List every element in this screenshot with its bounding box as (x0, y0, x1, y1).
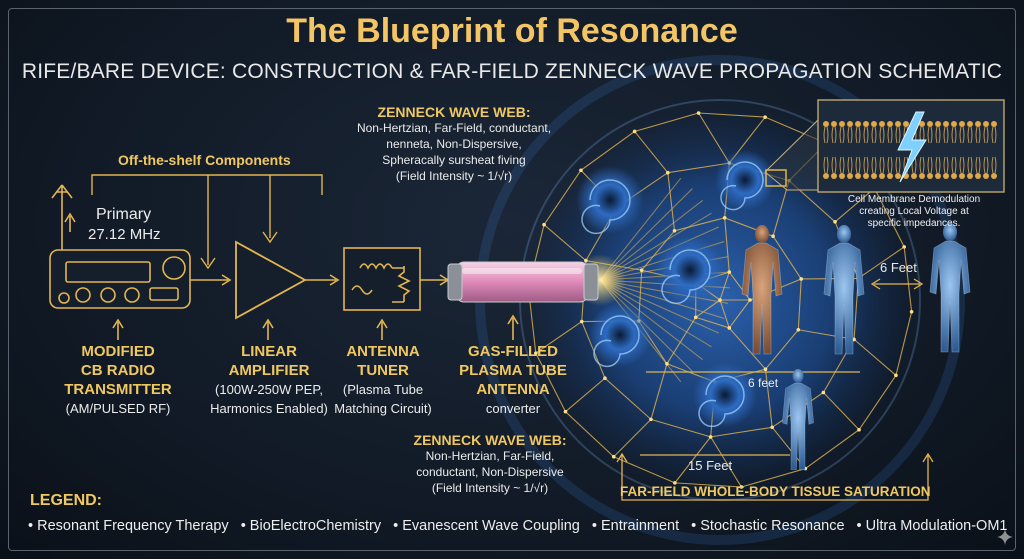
page-title: The Blueprint of Resonance (286, 12, 738, 50)
zenneck-bottom-note: ZENNECK WAVE WEB: Non-Hertzian, Far-Fiel… (392, 432, 588, 496)
sparkle-icon (997, 529, 1013, 545)
human-figure-icon (823, 225, 865, 355)
cell-membrane-inset (764, 99, 1005, 193)
tuner-line-1: ANTENNA (346, 343, 420, 360)
human-figure-icon (929, 223, 971, 353)
tube-line-1: GAS-FILLED (468, 343, 558, 360)
zenneck-top-heading: ZENNECK WAVE WEB: (377, 104, 531, 120)
cb-radio-transmitter-icon (49, 184, 191, 309)
zenneck-bottom-line-2: conductant, Non-Dispersive (416, 465, 564, 479)
tube-line-2: PLASMA TUBE (459, 362, 567, 379)
cell-note-line-1: Cell Membrane Demodulation (847, 194, 981, 205)
linear-amplifier-icon (235, 240, 307, 320)
tube-line-4: converter (485, 401, 541, 416)
cb-line-2: CB RADIO (80, 362, 156, 379)
tuner-line-3: (Plasma Tube (342, 382, 424, 397)
plasma-tube-antenna-icon (447, 261, 599, 303)
legend-title: LEGEND: (30, 492, 102, 509)
tuner-line-2: TUNER (357, 362, 409, 379)
amp-line-1: LINEAR (241, 343, 297, 360)
amp-line-4: Harmonics Enabled) (210, 401, 328, 416)
tube-line-3: ANTENNA (476, 381, 550, 398)
zenneck-bottom-line-3: (Field Intensity ~ 1/√r) (431, 481, 549, 495)
amp-line-2: AMPLIFIER (228, 362, 310, 379)
distance-fifteen-feet: 15 Feet (688, 458, 733, 473)
legend-item: Entrainment (592, 518, 679, 534)
distance-six-feet-lower: 6 feet (748, 376, 779, 390)
legend-item: Resonant Frequency Therapy (28, 518, 229, 534)
off-the-shelf-bracket (91, 174, 323, 270)
primary-frequency: 27.12 MHz (88, 226, 161, 243)
legend-item: Evanescent Wave Coupling (393, 518, 580, 534)
human-figure-icon (741, 225, 783, 355)
zenneck-top-line-3: Spheracally sursheat fiving (382, 153, 526, 167)
legend-item: Stochastic Resonance (691, 518, 844, 534)
distance-six-feet-upper: 6 Feet (880, 260, 917, 275)
amplifier-label: LINEAR AMPLIFIER (100W-250W PEP, Harmoni… (198, 342, 340, 418)
off-the-shelf-label: Off-the-shelf Components (118, 152, 291, 168)
plasma-tube-label: GAS-FILLED PLASMA TUBE ANTENNA converter (452, 342, 574, 418)
field-vortices (576, 150, 775, 428)
signal-chain-arrows (64, 212, 519, 340)
zenneck-top-line-2: nenneta, Non-Dispersive, (386, 137, 522, 151)
tissue-saturation-label: FAR-FIELD WHOLE-BODY TISSUE SATURATION (620, 484, 931, 499)
zenneck-bottom-heading: ZENNECK WAVE WEB: (413, 432, 567, 448)
primary-label: Primary (96, 206, 152, 223)
cell-note-line-2: creating Local Voltage at (859, 206, 969, 217)
callout-lines (616, 278, 934, 501)
page-subtitle: RIFE/BARE DEVICE: CONSTRUCTION & FAR-FIE… (21, 60, 1003, 83)
cb-line-4: (AM/PULSED RF) (65, 401, 171, 416)
tuner-line-4: Matching Circuit) (334, 401, 432, 416)
zenneck-top-line-1: Non-Hertzian, Far-Field, conductant, (356, 121, 552, 135)
legend-item: Ultra Modulation-OM1 (857, 518, 1008, 534)
cb-radio-label: MODIFIED CB RADIO TRANSMITTER (AM/PULSED… (38, 342, 198, 418)
amp-line-3: (100W-250W PEP, (215, 382, 323, 397)
cell-note-line-3: specific impedances. (867, 218, 961, 229)
human-figure-icon (782, 368, 814, 470)
cb-line-3: TRANSMITTER (64, 381, 172, 398)
tuner-label: ANTENNA TUNER (Plasma Tube Matching Circ… (328, 342, 438, 418)
zenneck-bottom-line-1: Non-Hertzian, Far-Field, (425, 449, 555, 463)
antenna-tuner-icon (343, 247, 421, 311)
cb-line-1: MODIFIED (81, 343, 155, 360)
legend-item: BioElectroChemistry (241, 518, 381, 534)
legend-items: Resonant Frequency Therapy BioElectroChe… (28, 518, 1018, 534)
cell-membrane-note: Cell Membrane Demodulation creating Loca… (826, 194, 1002, 230)
zenneck-top-line-4: (Field Intensity ~ 1/√r) (395, 169, 513, 183)
zenneck-top-note: ZENNECK WAVE WEB: Non-Hertzian, Far-Fiel… (334, 104, 574, 184)
human-figures (741, 223, 971, 470)
